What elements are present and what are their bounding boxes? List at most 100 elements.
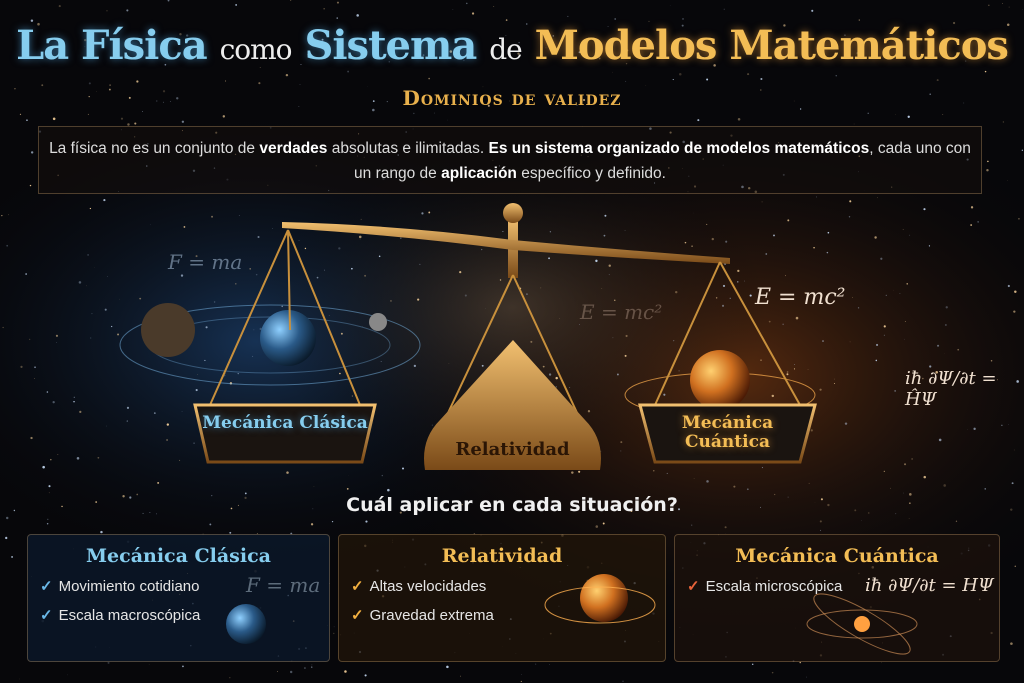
star-dot — [149, 512, 151, 513]
star-dot — [651, 507, 653, 509]
star-dot — [833, 382, 835, 384]
star-dot — [256, 533, 258, 535]
star-dot — [493, 5, 495, 7]
star-dot — [885, 294, 887, 297]
star-dot — [179, 32, 182, 36]
star-dot — [715, 297, 718, 299]
star-dot — [904, 463, 907, 466]
star-dot — [858, 19, 860, 21]
star-dot — [316, 276, 319, 279]
star-dot — [300, 64, 302, 65]
right-pan — [638, 403, 817, 464]
intro-text: específico y definido. — [516, 165, 666, 182]
star-dot — [97, 456, 100, 459]
star-dot — [749, 294, 752, 297]
star-dot — [61, 505, 63, 508]
star-dot — [663, 393, 666, 396]
star-dot — [729, 297, 731, 299]
star-dot — [95, 501, 98, 503]
star-dot — [625, 334, 628, 338]
star-dot — [358, 235, 362, 239]
star-dot — [13, 509, 16, 512]
star-dot — [333, 626, 335, 628]
star-dot — [540, 287, 542, 289]
star-dot — [56, 342, 57, 343]
star-dot — [874, 236, 877, 239]
star-dot — [909, 234, 911, 236]
star-dot — [380, 361, 382, 363]
star-dot — [853, 123, 855, 125]
star-dot — [126, 406, 130, 409]
star-dot — [908, 518, 910, 519]
star-dot — [321, 38, 324, 41]
star-dot — [723, 8, 725, 10]
star-dot — [578, 51, 581, 54]
star-dot — [867, 512, 870, 514]
title-part: Modelos Matemáticos — [534, 22, 1009, 69]
star-dot — [87, 254, 89, 256]
star-dot — [88, 96, 90, 98]
star-dot — [466, 2, 468, 5]
star-dot — [786, 373, 789, 376]
star-dot — [783, 24, 786, 27]
star-dot — [518, 41, 520, 44]
intro-bold: verdades — [259, 140, 328, 157]
star-dot — [938, 438, 942, 442]
star-dot — [79, 410, 82, 413]
star-dot — [333, 632, 335, 635]
star-dot — [304, 247, 307, 250]
star-dot — [835, 75, 837, 77]
star-dot — [237, 373, 239, 375]
star-dot — [811, 9, 814, 12]
star-dot — [182, 665, 184, 668]
star-dot — [150, 224, 151, 226]
star-dot — [771, 671, 774, 674]
star-dot — [422, 54, 425, 56]
star-dot — [737, 117, 741, 121]
star-dot — [549, 231, 552, 233]
star-dot — [255, 273, 258, 276]
star-dot — [433, 112, 435, 114]
star-dot — [136, 493, 139, 496]
star-dot — [461, 504, 463, 506]
star-dot — [967, 429, 969, 430]
star-dot — [413, 112, 415, 115]
star-dot — [142, 111, 144, 112]
star-dot — [535, 663, 537, 665]
star-dot — [761, 201, 763, 203]
star-dot — [899, 293, 901, 294]
star-dot — [765, 253, 768, 255]
star-dot — [965, 60, 967, 62]
star-dot — [880, 257, 883, 260]
star-dot — [225, 80, 227, 82]
card-relativity: Relatividad ✓Altas velocidades ✓Gravedad… — [338, 534, 666, 662]
star-dot — [447, 119, 448, 121]
star-dot — [990, 359, 993, 362]
star-dot — [760, 359, 762, 361]
star-dot — [84, 46, 86, 48]
card-title: Mecánica Clásica — [86, 545, 271, 567]
star-dot — [706, 480, 709, 483]
star-dot — [52, 401, 55, 404]
star-dot — [751, 663, 754, 666]
star-dot — [725, 240, 728, 243]
star-dot — [819, 520, 822, 523]
title-part: Sistema — [304, 22, 477, 69]
star-dot — [351, 395, 353, 397]
star-dot — [691, 245, 693, 247]
star-dot — [937, 344, 940, 347]
star-dot — [875, 359, 878, 362]
star-dot — [935, 370, 939, 374]
star-dot — [826, 251, 829, 254]
star-dot — [928, 245, 931, 247]
star-dot — [336, 17, 338, 19]
star-dot — [6, 244, 9, 247]
star-dot — [813, 247, 815, 249]
intro-bold: Es un sistema organizado de modelos mate… — [488, 140, 870, 157]
star-dot — [30, 151, 34, 154]
star-dot — [612, 337, 614, 339]
star-dot — [307, 53, 310, 56]
star-dot — [1014, 290, 1017, 293]
star-dot — [499, 279, 502, 281]
star-dot — [148, 663, 150, 665]
